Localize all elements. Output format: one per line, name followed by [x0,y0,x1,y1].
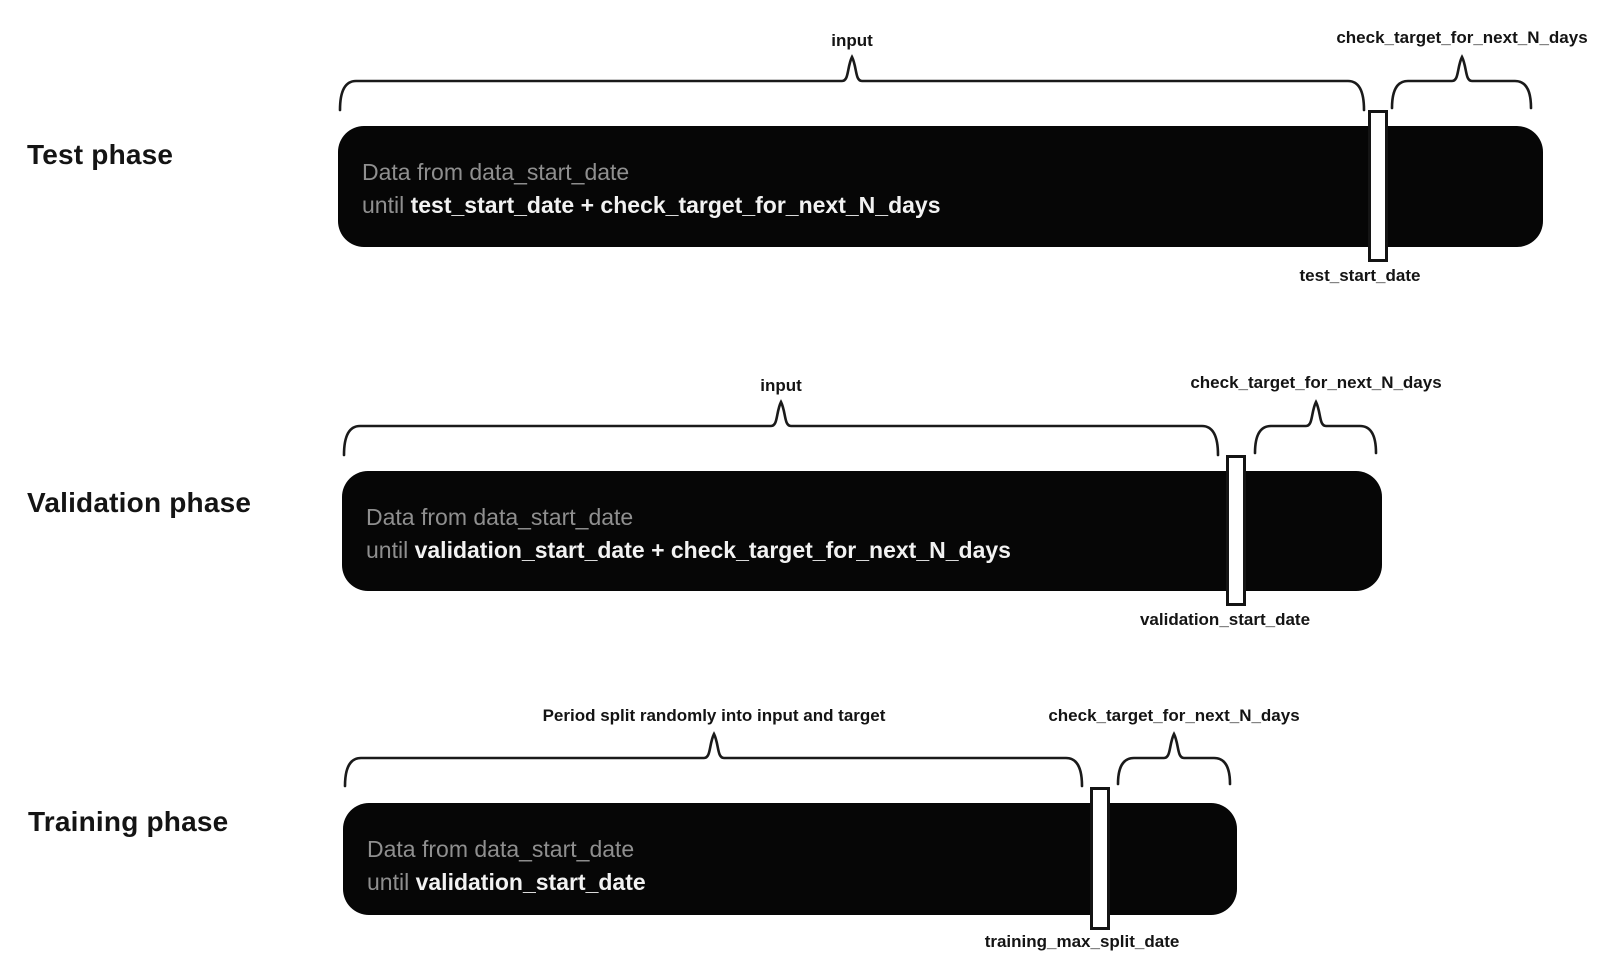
input-brace-label-training: Period split randomly into input and tar… [542,706,886,725]
target-brace-label-test: check_target_for_next_N_days [1336,28,1588,47]
test-data-bar: Data from data_start_date until test_sta… [338,126,1543,247]
test-bar-line2-prefix: until [362,192,411,218]
input-brace-label-test: input [831,31,873,50]
training-bar-line2: until validation_start_date [367,866,1217,899]
target-brace-label-validation: check_target_for_next_N_days [1190,373,1442,392]
training-data-bar: Data from data_start_date until validati… [343,803,1237,915]
training-max-split-date-marker [1090,787,1110,930]
validation-bar-line1: Data from data_start_date [366,504,634,530]
test-bar-line2: until test_start_date + check_target_for… [362,189,1523,222]
brace-test-target-icon [1390,54,1533,110]
training-bar-line2-emphasis: validation_start_date [415,869,646,895]
training-bar-line2-prefix: until [367,869,416,895]
validation-start-date-label: validation_start_date [1139,610,1311,629]
test-bar-line2-emphasis: test_start_date + check_target_for_next_… [410,192,941,218]
test-start-date-label: test_start_date [1299,266,1421,285]
input-brace-label-validation: input [760,376,802,395]
test-bar-line1: Data from data_start_date [362,159,630,185]
validation-bar-line2-emphasis: validation_start_date + check_target_for… [414,537,1011,563]
validation-data-bar: Data from data_start_date until validati… [342,471,1382,591]
brace-validation-input-icon [342,399,1220,457]
phase-title-validation: Validation phase [27,487,252,518]
phase-title-training: Training phase [28,806,229,837]
validation-bar-line2: until validation_start_date + check_targ… [366,534,1362,567]
brace-validation-target-icon [1253,399,1378,455]
training-max-split-date-label: training_max_split_date [984,932,1180,951]
target-brace-label-training: check_target_for_next_N_days [1048,706,1300,725]
test-start-date-marker [1368,110,1388,262]
training-bar-line1: Data from data_start_date [367,836,635,862]
validation-start-date-marker [1226,455,1246,606]
brace-test-input-icon [338,54,1366,112]
brace-training-target-icon [1116,731,1232,786]
phase-title-test: Test phase [27,139,174,170]
brace-training-input-icon [343,731,1084,788]
validation-bar-line2-prefix: until [366,537,415,563]
